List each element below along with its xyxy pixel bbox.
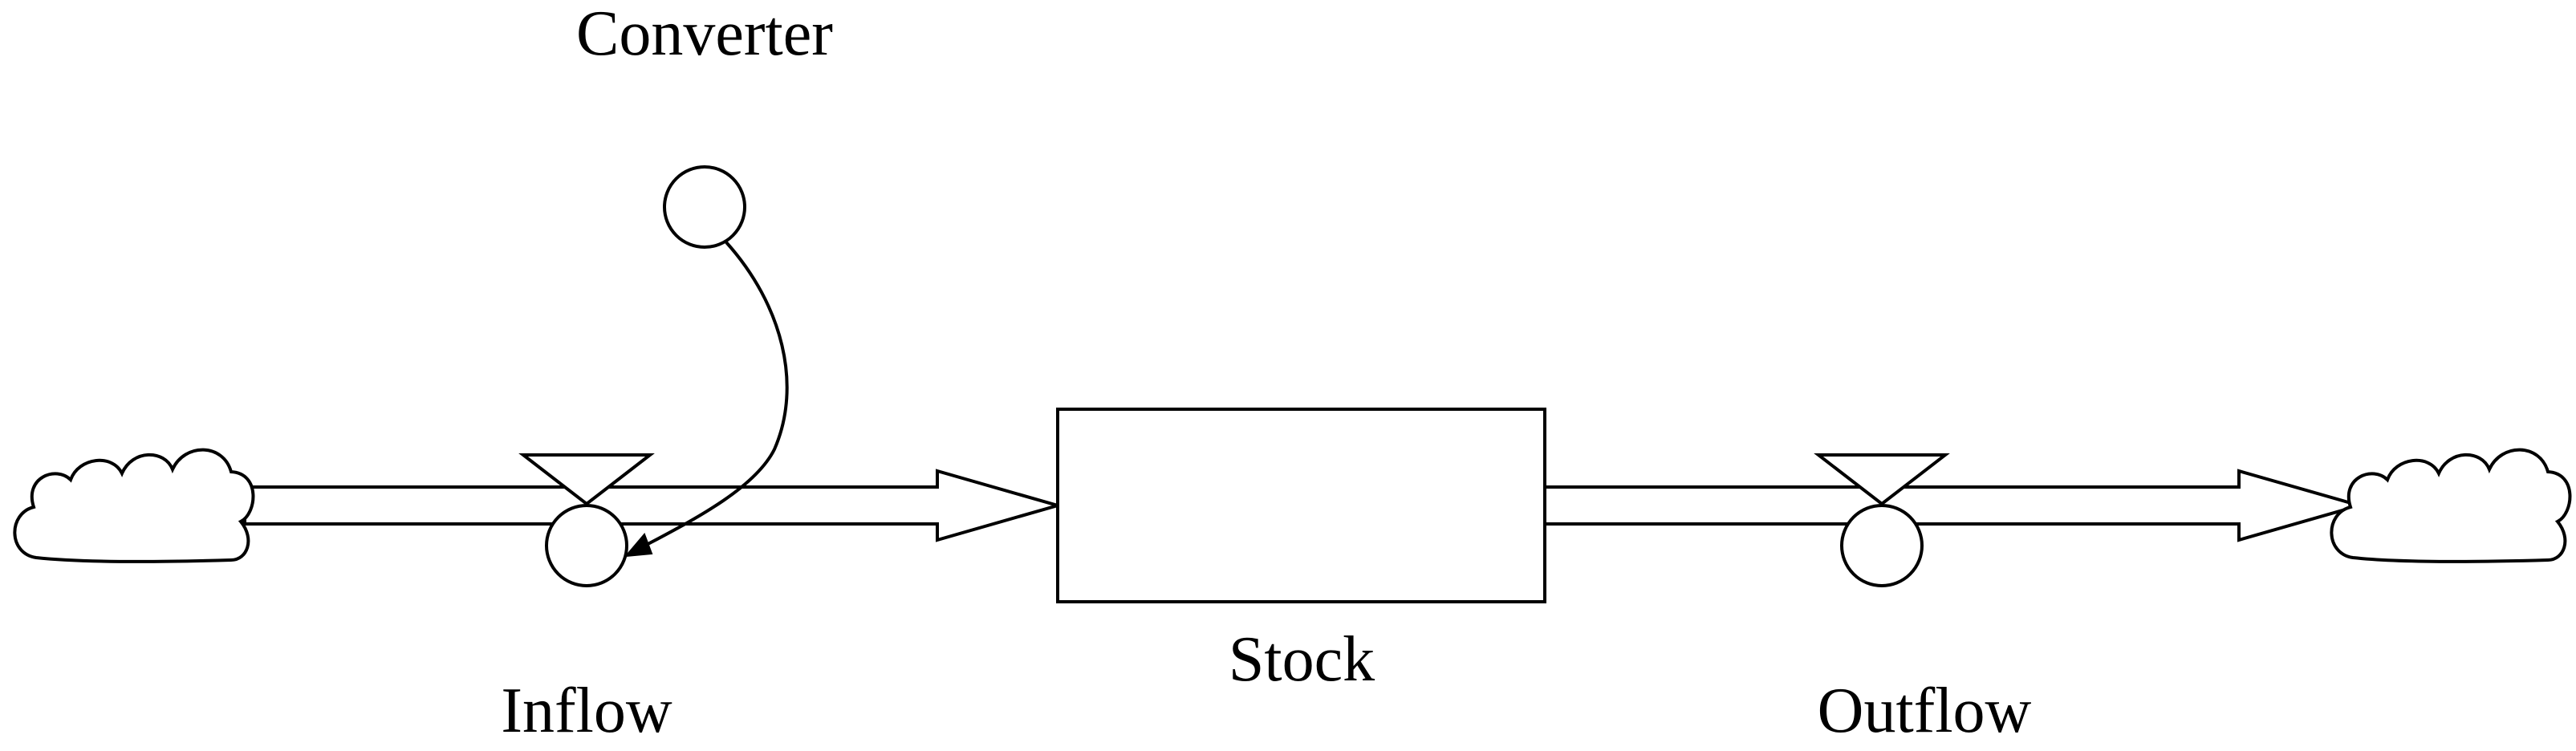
converter-circle <box>663 165 746 249</box>
converter-label: Converter <box>576 0 833 69</box>
sink-cloud-icon <box>2330 448 2572 563</box>
converter-connector-arrow <box>624 241 789 558</box>
outflow-label: Outflow <box>1818 676 2032 746</box>
inflow-pipe <box>243 469 1064 542</box>
stock-label: Stock <box>1229 624 1375 695</box>
inflow-valve-icon <box>518 453 655 587</box>
outflow-valve-icon <box>1814 453 1950 587</box>
outflow-pipe <box>1543 469 2366 542</box>
stock-box <box>1056 408 1546 603</box>
inflow-label: Inflow <box>501 676 672 746</box>
source-cloud-icon <box>13 448 255 563</box>
